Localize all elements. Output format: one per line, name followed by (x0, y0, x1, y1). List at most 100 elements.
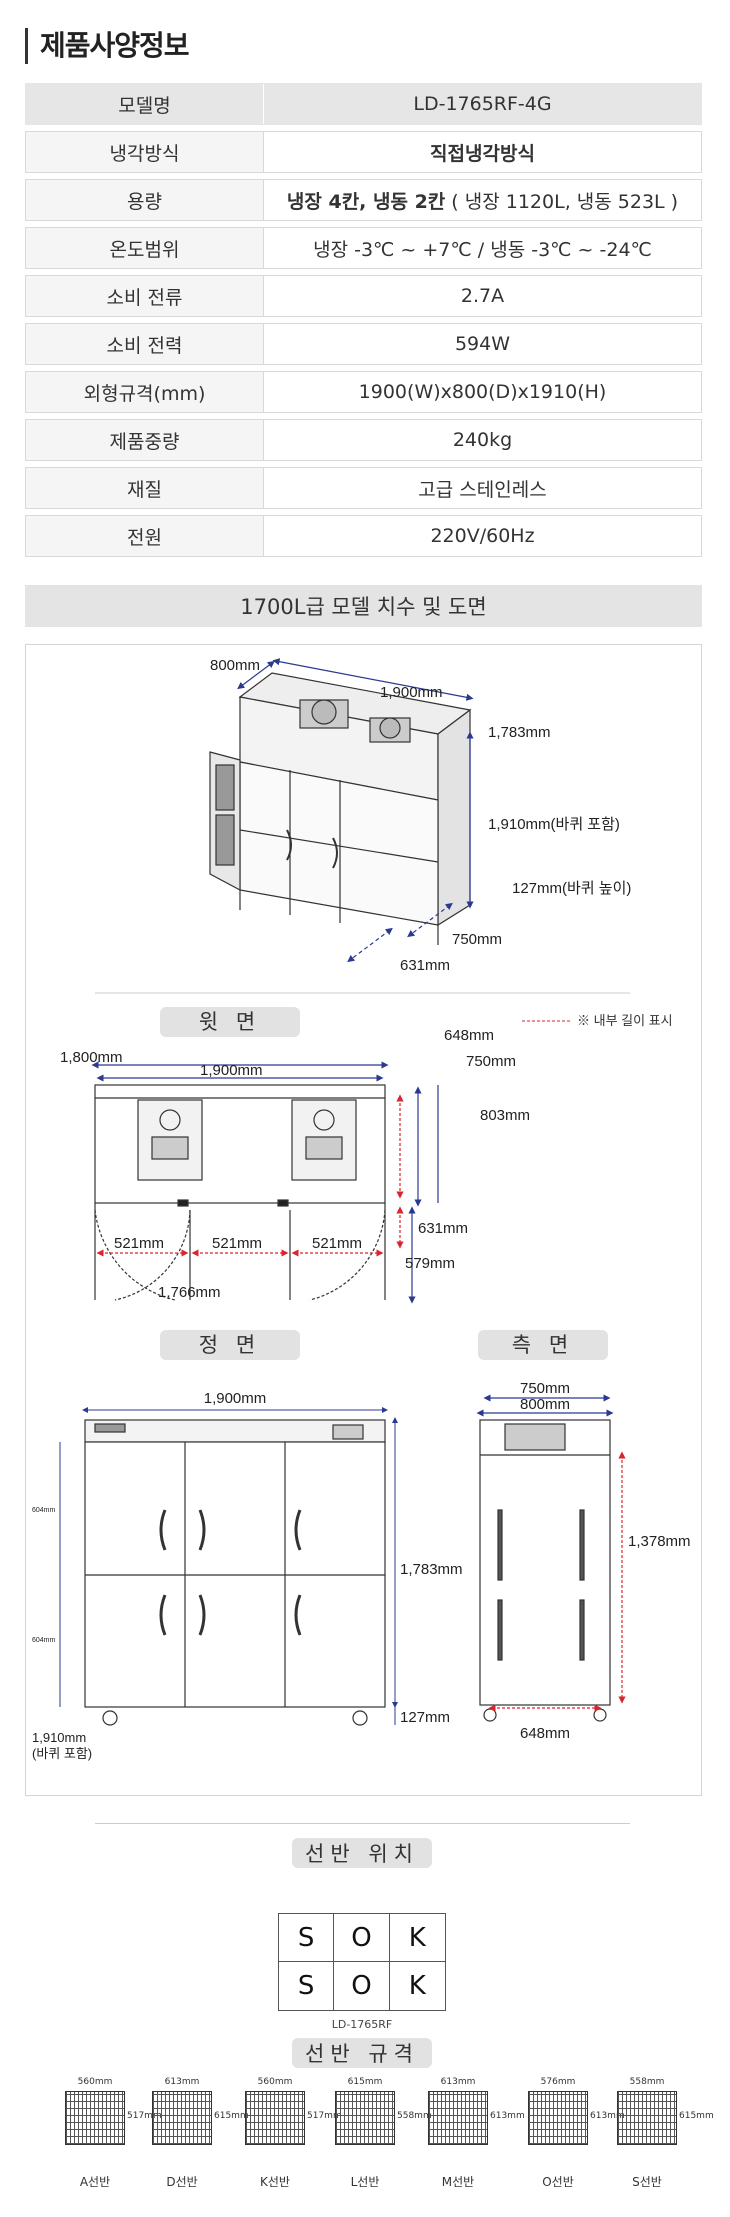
front-total-label: 1,910mm (32, 1730, 86, 1745)
shelf-width: 576mm (540, 2077, 576, 2087)
shelf-name: S선반 (632, 2175, 662, 2189)
iso-total-height-label: 1,910mm(바퀴 포함) (488, 816, 620, 833)
spec-key: 소비 전류 (26, 276, 264, 316)
shelf-cell: S (279, 1962, 335, 2010)
shelf-spec-pill: 선반 규격 (292, 2038, 432, 2068)
spec-key: 온도범위 (26, 228, 264, 268)
spec-key: 제품중량 (26, 420, 264, 460)
shelf-item: 560mm 517mm A선반 (65, 2077, 162, 2197)
shelf-height: 613mm (590, 2111, 625, 2121)
spec-key: 용량 (26, 180, 264, 220)
spec-value: 냉장 4칸, 냉동 2칸 ( 냉장 1120L, 냉동 523L ) (264, 180, 701, 220)
spec-value-detail: ( 냉장 1120L, 냉동 523L ) (451, 190, 679, 213)
iso-height-label: 1,783mm (488, 724, 551, 741)
top-view-dimensions (91, 1061, 439, 1304)
shelf-item: 576mm 613mm O선반 (528, 2077, 625, 2197)
top-door-631: 631mm (418, 1220, 468, 1237)
divider-line (95, 1823, 630, 1824)
spec-key: 모델명 (26, 84, 264, 124)
spec-value: 240kg (452, 429, 513, 451)
shelf-item: 613mm 615mm D선반 (152, 2077, 249, 2197)
front-height-label: 1,783mm (400, 1561, 463, 1578)
shelf-width: 558mm (629, 2077, 665, 2087)
iso-fridge-drawing (209, 672, 472, 945)
shelf-item: 615mm 558mm L선반 (335, 2077, 432, 2197)
front-door-upper: 604mm (32, 1507, 56, 1514)
shelf-width: 560mm (257, 2077, 293, 2087)
spec-row-current: 소비 전류 2.7A (25, 275, 702, 317)
shelf-name: D선반 (166, 2175, 198, 2189)
spec-key: 전원 (26, 516, 264, 556)
spec-row-temperature: 온도범위 냉장 -3℃ ~ +7℃ / 냉동 -3℃ ~ -24℃ (25, 227, 702, 269)
spec-key: 외형규격(mm) (26, 372, 264, 412)
iso-inner-depth-label: 750mm (452, 931, 502, 948)
shelf-name: A선반 (79, 2175, 111, 2189)
front-view-drawing (84, 1419, 386, 1726)
spec-key: 재질 (26, 468, 264, 508)
spec-key: 냉각방식 (26, 132, 264, 172)
shelf-height: 615mm (679, 2111, 714, 2121)
shelf-grid-image (152, 2091, 212, 2145)
front-view-dimensions (59, 1407, 398, 1725)
top-inner-width: 1,900mm (200, 1062, 263, 1079)
spec-value: 1900(W)x800(D)x1910(H) (358, 381, 607, 403)
spec-row-weight: 제품중량 240kg (25, 419, 702, 461)
shelf-name: K선반 (260, 2175, 290, 2189)
spec-value: 220V/60Hz (430, 525, 535, 547)
front-view-pill (160, 1330, 300, 1360)
top-depth-750: 750mm (466, 1053, 516, 1070)
side-height-label: 1,378mm (628, 1533, 691, 1550)
shelf-name: O선반 (542, 2175, 574, 2189)
shelf-height: 613mm (490, 2111, 525, 2121)
shelf-height: 558mm (397, 2111, 432, 2121)
side-view-dimensions (476, 1394, 626, 1712)
shelf-grid-image (528, 2091, 588, 2145)
side-outer-label: 800mm (520, 1396, 570, 1413)
spec-row-power-supply: 전원 220V/60Hz (25, 515, 702, 557)
spec-value: 냉장 -3℃ ~ +7℃ / 냉동 -3℃ ~ -24℃ (313, 238, 652, 261)
front-total-note: (바퀴 포함) (32, 1746, 92, 1761)
side-depth-label: 648mm (520, 1725, 570, 1742)
top-view-note: ※ 내부 길이 표시 (577, 1013, 673, 1028)
side-view-label: 측 면 (512, 1334, 574, 1357)
spec-table: 모델명 LD-1765RF-4G 냉각방식 직접냉각방식 용량 냉장 4칸, 냉… (25, 83, 702, 563)
spec-row-power: 소비 전력 594W (25, 323, 702, 365)
shelf-width: 613mm (440, 2077, 476, 2087)
side-inner-label: 750mm (520, 1380, 570, 1397)
spec-value: LD-1765RF-4G (264, 84, 701, 124)
top-view-drawing (94, 1084, 386, 1301)
shelf-grid-image (428, 2091, 488, 2145)
iso-depth-label: 800mm (210, 657, 260, 674)
spec-row-cooling: 냉각방식 직접냉각방식 (25, 131, 702, 173)
top-inner-depth: 648mm (444, 1027, 494, 1044)
top-door-c: 521mm (312, 1235, 362, 1252)
shelf-grid-image (335, 2091, 395, 2145)
top-door-579: 579mm (405, 1255, 455, 1272)
side-view-pill (478, 1330, 608, 1360)
spec-value: 직접냉각방식 (430, 142, 535, 165)
front-door-lower: 604mm (32, 1637, 56, 1644)
front-view-label: 정 면 (199, 1334, 261, 1357)
spec-value: 594W (454, 333, 511, 355)
dimension-frame (25, 644, 702, 1796)
spec-row-size: 외형규격(mm) 1900(W)x800(D)x1910(H) (25, 371, 702, 413)
front-width-label: 1,900mm (204, 1390, 267, 1407)
spec-value-bold: 냉장 4칸, 냉동 2칸 (286, 190, 446, 213)
spec-value: 2.7A (460, 285, 505, 307)
dimension-section-bar: 1700L급 모델 치수 및 도면 (25, 585, 702, 627)
shelf-cell: O (334, 1914, 390, 1962)
shelf-width: 613mm (164, 2077, 200, 2087)
shelf-item: 558mm 615mm S선반 (617, 2077, 714, 2197)
shelf-item: 613mm 613mm M선반 (428, 2077, 525, 2197)
shelf-height: 517mm (307, 2111, 342, 2121)
top-swing: 1,766mm (158, 1284, 221, 1301)
shelf-position-pill: 선반 위치 (292, 1838, 432, 1868)
top-door-a: 521mm (114, 1235, 164, 1252)
shelf-name: M선반 (441, 2175, 475, 2189)
shelf-position-caption: LD-1765RF (331, 2018, 393, 2031)
top-view-label: 윗 면 (199, 1011, 261, 1034)
spec-row-capacity: 용량 냉장 4칸, 냉동 2칸 ( 냉장 1120L, 냉동 523L ) (25, 179, 702, 221)
front-wheel-label: 127mm (400, 1709, 450, 1726)
side-view-drawing (479, 1419, 611, 1722)
shelf-cell: K (408, 1971, 426, 2001)
